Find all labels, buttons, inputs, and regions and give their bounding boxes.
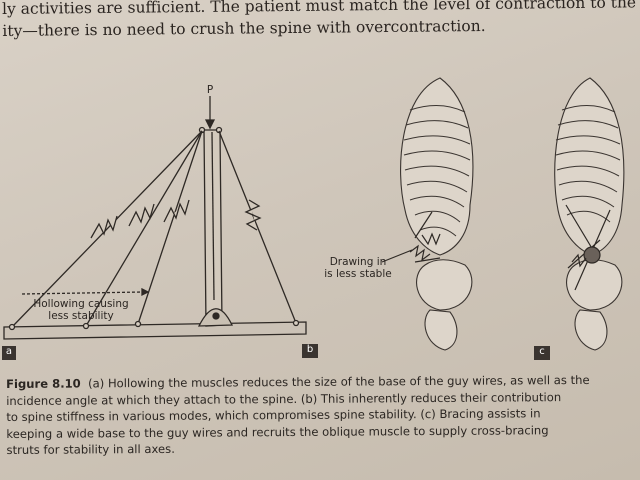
pelvis-b [416, 259, 473, 311]
spring-3 [163, 199, 190, 223]
base-platform [3, 321, 307, 340]
caption-line-1: (a) Hollowing the muscles reduces the si… [88, 372, 590, 391]
panel-label-a: a [2, 346, 16, 360]
guy-wire-3 [137, 130, 203, 325]
panel-label-c: c [534, 346, 550, 360]
leg-b [424, 309, 458, 351]
anchor-point [134, 320, 142, 328]
leg-c [574, 309, 608, 351]
torso-c-bracing [565, 204, 611, 291]
hollowing-label: Hollowing causing less stability [26, 298, 136, 322]
hollowing-arrow-head [141, 287, 150, 297]
ribs-b [403, 105, 471, 237]
drawing-in-label-line-1: Drawing in [329, 256, 387, 268]
hollowing-label-line-1: Hollowing causing [33, 298, 129, 310]
load-arrow-head [204, 119, 216, 130]
guy-wire-4 [218, 130, 297, 324]
mast-inner-line [211, 131, 215, 301]
guy-wire-2 [85, 130, 203, 327]
drawing-in-label-line-2: is less stable [324, 268, 392, 280]
drawing-in-label: Drawing in is less stable [318, 256, 398, 280]
torso-c [554, 77, 625, 351]
hollowing-arrow [21, 291, 145, 295]
anchor-point [82, 322, 90, 330]
pelvis-c [566, 259, 623, 311]
torso-b-guy-wires [409, 211, 441, 263]
spring-4 [244, 199, 262, 231]
figure-caption: Figure 8.10 (a) Hollowing the muscles re… [6, 372, 637, 459]
torso-b [400, 77, 474, 351]
load-label: P [206, 84, 214, 96]
drawing-in-pointer [381, 249, 413, 263]
guy-wire-1 [11, 130, 203, 328]
bracing-knot [583, 246, 601, 264]
anchor-point [8, 323, 16, 331]
guy-wire-diagram [3, 96, 307, 340]
anchor-point [292, 319, 300, 327]
pivot-hole [212, 312, 220, 320]
panel-label-b: b [302, 344, 318, 358]
spring-1 [90, 215, 118, 239]
hollowing-label-line-2: less stability [48, 310, 114, 322]
spring-2 [128, 203, 155, 227]
figure-number: Figure 8.10 [6, 376, 81, 391]
